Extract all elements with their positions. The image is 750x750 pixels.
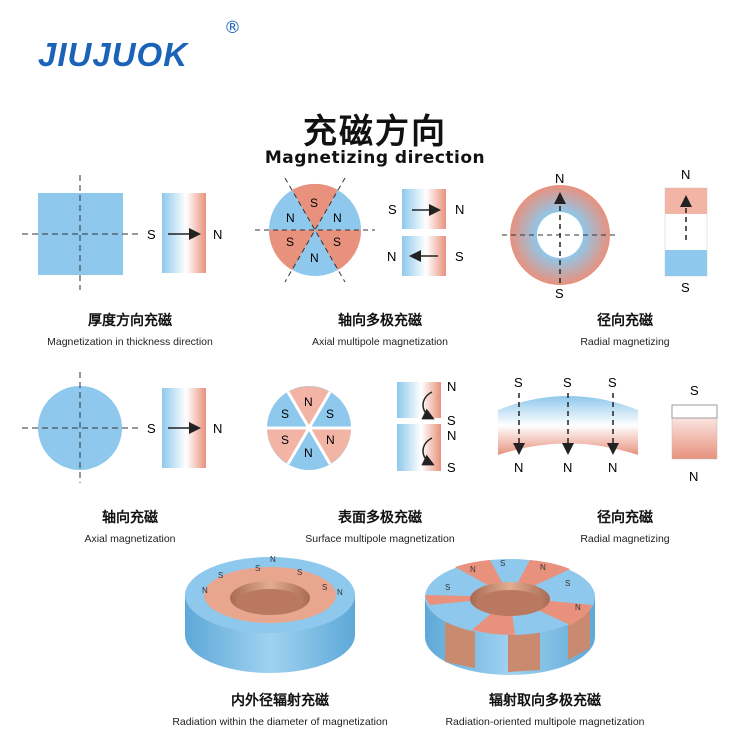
caption-en: Radial magnetizing <box>580 533 670 545</box>
pole-label-n: N <box>608 460 617 475</box>
axial-side-block: S N <box>147 388 222 468</box>
pole-label-n: N <box>470 565 476 574</box>
page-title: 充磁方向 <box>303 112 447 152</box>
pole-label-s: S <box>310 196 318 210</box>
pole-label-s: S <box>681 280 690 295</box>
pole-label-n: N <box>310 251 319 265</box>
thickness-square <box>22 175 140 290</box>
pole-label-s: S <box>286 235 294 249</box>
pole-label-n: N <box>202 586 208 595</box>
pole-label-s: S <box>388 202 397 217</box>
pole-label-s: S <box>608 375 617 390</box>
pole-label-n: N <box>575 603 581 612</box>
pole-label-n: N <box>563 460 572 475</box>
pole-label-s: S <box>455 249 464 264</box>
pole-label-n: N <box>270 555 276 564</box>
pole-label-n: N <box>555 171 564 186</box>
pole-label-n: N <box>337 588 343 597</box>
radial-side-block: N S <box>664 167 708 295</box>
caption-zh: 径向充磁 <box>597 510 653 526</box>
thickness-side-block: S N <box>147 193 222 273</box>
caption-zh: 表面多极充磁 <box>338 510 422 526</box>
radial-arc-segment: S S S N N N <box>498 375 638 475</box>
pole-label-s: S <box>218 571 223 580</box>
pole-label-s: S <box>147 421 156 436</box>
caption-zh: 径向充磁 <box>597 313 653 329</box>
axial-multipole-side-block: S N N S <box>387 189 464 276</box>
caption-surface-multipole: 表面多极充磁 Surface multipole magnetization <box>270 507 490 545</box>
pole-label-s: S <box>297 568 302 577</box>
caption-en: Radiation within the diameter of magneti… <box>172 716 388 728</box>
caption-radial-2: 径向充磁 Radial magnetizing <box>525 507 725 545</box>
pole-label-s: S <box>690 383 699 398</box>
page-subtitle: Magnetizing direction <box>264 148 486 168</box>
pole-label-n: N <box>447 379 456 394</box>
caption-zh: 内外径辐射充磁 <box>231 693 329 709</box>
pole-label-n: N <box>514 460 523 475</box>
pole-label-s: S <box>445 583 450 592</box>
axial-multipole-disk: N S N S N S <box>255 177 375 283</box>
pole-label-n: N <box>213 227 222 242</box>
pole-label-s: S <box>447 460 456 475</box>
pole-label-n: N <box>286 211 295 225</box>
caption-thickness: 厚度方向充磁 Magnetization in thickness direct… <box>20 310 240 348</box>
pole-label-s: S <box>563 375 572 390</box>
radiation-multipole-ring-3d: N S N S S N <box>425 559 595 675</box>
radial-ring: N S <box>502 171 618 301</box>
caption-en: Radiation-oriented multipole magnetizati… <box>445 716 645 728</box>
pole-label-s: S <box>255 564 260 573</box>
caption-axial-multipole: 轴向多极充磁 Axial multipole magnetization <box>270 310 490 348</box>
pole-label-s: S <box>447 413 456 428</box>
caption-zh: 轴向多极充磁 <box>338 313 422 329</box>
caption-axial: 轴向充磁 Axial magnetization <box>20 507 240 545</box>
pole-label-s: S <box>281 433 289 447</box>
pole-label-n: N <box>213 421 222 436</box>
brand-logo: JIUJUOK <box>38 36 189 73</box>
caption-radiation-diameter: 内外径辐射充磁 Radiation within the diameter of… <box>145 690 415 728</box>
caption-radial-1: 径向充磁 Radial magnetizing <box>525 310 725 348</box>
pole-label-s: S <box>322 583 327 592</box>
pole-label-s: S <box>326 407 334 421</box>
pole-label-s: S <box>500 559 505 568</box>
caption-zh: 辐射取向多极充磁 <box>489 693 601 709</box>
registered-mark: ® <box>224 18 241 38</box>
pole-label-s: S <box>514 375 523 390</box>
pole-label-n: N <box>326 433 335 447</box>
caption-zh: 轴向充磁 <box>102 510 158 526</box>
radial-arc-side-block: S N <box>671 383 718 484</box>
pole-label-n: N <box>455 202 464 217</box>
pole-label-s: S <box>281 407 289 421</box>
pole-label-s: S <box>147 227 156 242</box>
pole-label-s: S <box>333 235 341 249</box>
pole-label-n: N <box>447 428 456 443</box>
pole-label-n: N <box>681 167 690 182</box>
caption-en: Surface multipole magnetization <box>305 533 455 545</box>
surface-multipole-disk: S N S S N N <box>267 386 351 470</box>
pole-label-s: S <box>555 286 564 301</box>
caption-zh: 厚度方向充磁 <box>88 313 172 329</box>
pole-label-n: N <box>689 469 698 484</box>
radial-ring-3d: S S S S N N N <box>185 555 355 673</box>
caption-en: Magnetization in thickness direction <box>47 336 213 348</box>
pole-label-s: S <box>565 579 570 588</box>
caption-radiation-multipole: 辐射取向多极充磁 Radiation-oriented multipole ma… <box>415 690 675 728</box>
caption-en: Radial magnetizing <box>580 336 670 348</box>
pole-label-n: N <box>387 249 396 264</box>
pole-label-n: N <box>304 446 313 460</box>
pole-label-n: N <box>304 395 313 409</box>
pole-label-n: N <box>540 563 546 572</box>
axial-disk <box>22 372 140 483</box>
pole-label-n: N <box>333 211 342 225</box>
caption-en: Axial multipole magnetization <box>312 336 448 348</box>
surface-multipole-side-block: N S N S <box>397 379 456 475</box>
caption-en: Axial magnetization <box>84 533 176 545</box>
